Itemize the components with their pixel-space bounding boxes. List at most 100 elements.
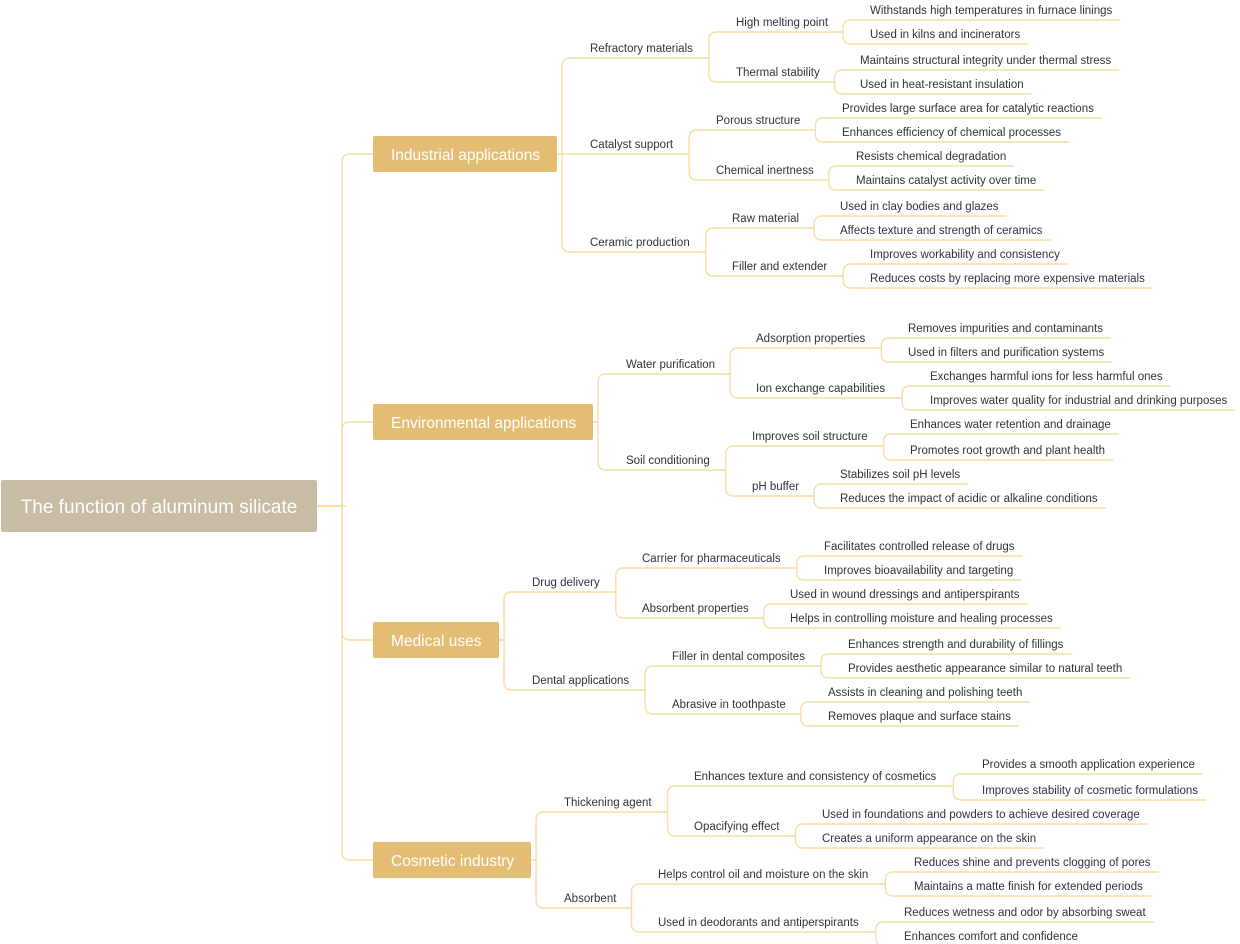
connector-line (593, 373, 607, 423)
detail-used-in-deodorants-and-antiperspirants: Used in deodorants and antiperspirants (658, 917, 859, 929)
leaf-assists-in-cleaning-and-polishing-teeth: Assists in cleaning and polishing teeth (828, 687, 1022, 699)
leaf-stabilizes-soil-ph-levels: Stabilizes soil pH levels (840, 469, 960, 481)
leaf-improves-workability-and-consistency: Improves workability and consistency (870, 249, 1060, 261)
connector-line (895, 385, 911, 399)
connector-line (946, 773, 962, 787)
subtopic-soil-conditioning: Soil conditioning (626, 455, 710, 467)
leaf-improves-stability-of-cosmetic-formulati: Improves stability of cosmetic formulati… (982, 785, 1198, 797)
detail-absorbent-properties: Absorbent properties (642, 603, 749, 615)
detail-filler-in-dental-composites: Filler in dental composites (672, 651, 805, 663)
connector-line (790, 567, 805, 581)
leaf-reduces-the-impact-of-acidic-or-alkaline: Reduces the impact of acidic or alkaline… (840, 493, 1098, 505)
leaf-used-in-kilns-and-incinerators: Used in kilns and incinerators (870, 29, 1020, 41)
connector-line (875, 347, 890, 363)
detail-high-melting-point: High melting point (736, 17, 829, 29)
subtopic-dental-applications: Dental applications (532, 675, 629, 687)
connector-line (499, 591, 513, 641)
leaf-used-in-clay-bodies-and-glazes: Used in clay bodies and glazes (840, 201, 999, 213)
leaf-provides-large-surface-area-for-catalyti: Provides large surface area for catalyti… (842, 103, 1094, 115)
connector-line (868, 931, 879, 944)
subtopic-catalyst-support: Catalyst support (590, 139, 674, 151)
leaf-maintains-structural-integrity-under-the: Maintains structural integrity under the… (860, 55, 1111, 67)
connector-line (699, 251, 714, 277)
leaf-used-in-heat-resistant-insulation: Used in heat-resistant insulation (860, 79, 1024, 91)
leaf-used-in-filters-and-purification-systems: Used in filters and purification systems (908, 347, 1104, 359)
connector-line (758, 603, 772, 619)
connector-line (790, 555, 805, 569)
leaf-reduces-wetness-and-odor-by-absorbing-sw: Reduces wetness and odor by absorbing sw… (904, 907, 1146, 919)
connector-line (639, 665, 654, 691)
connector-line (877, 445, 892, 461)
branch-box-cosmetic-industry (373, 842, 531, 878)
connector-line (837, 263, 852, 277)
leaf-enhances-efficiency-of-chemical-processe: Enhances efficiency of chemical processe… (842, 127, 1061, 139)
leaf-enhances-water-retention-and-drainage: Enhances water retention and drainage (910, 419, 1111, 431)
branch-box-medical-uses (373, 622, 499, 658)
connector-line (683, 153, 698, 181)
branch-box-industrial-applications (373, 136, 557, 172)
connector-line (531, 859, 545, 909)
connector-line (725, 373, 739, 399)
detail-opacifying-effect: Opacifying effect (694, 821, 780, 833)
connector-line (317, 153, 373, 507)
connector-line (809, 227, 823, 241)
connector-line (531, 811, 545, 861)
connector-line (946, 785, 962, 801)
leaf-enhances-comfort-and-confidence: Enhances comfort and confidence (904, 931, 1078, 943)
subtopic-thickening-agent: Thickening agent (564, 797, 652, 809)
branch-label-medical-uses: Medical uses (391, 633, 482, 650)
connector-line (626, 907, 640, 933)
detail-raw-material: Raw material (732, 213, 799, 225)
connector-line (557, 57, 571, 155)
connector-line (795, 713, 809, 727)
subtopic-absorbent: Absorbent (564, 893, 617, 905)
connector-line (499, 639, 513, 691)
root-node-label: The function of aluminum silicate (21, 497, 298, 518)
connector-line (809, 215, 823, 229)
connector-line (661, 785, 676, 813)
connector-line (317, 505, 373, 641)
connector-line (789, 835, 804, 849)
branch-label-industrial-applications: Industrial applications (391, 147, 540, 164)
connector-line (809, 495, 823, 509)
connector-line (317, 505, 373, 861)
detail-filler-and-extender: Filler and extender (732, 261, 827, 273)
connector-lines (317, 19, 1236, 944)
connector-line (875, 337, 890, 349)
branch-label-environmental-applications: Environmental applications (391, 415, 576, 432)
leaf-affects-texture-and-strength-of-ceramics: Affects texture and strength of ceramics (840, 225, 1043, 237)
connector-line (557, 153, 571, 253)
connector-line (814, 653, 829, 667)
connector-line (725, 347, 739, 375)
leaf-enhances-strength-and-durability-of-fill: Enhances strength and durability of fill… (848, 639, 1064, 651)
leaf-resists-chemical-degradation: Resists chemical degradation (856, 151, 1006, 163)
connector-line (823, 165, 837, 181)
connector-line (878, 883, 894, 897)
leaf-removes-plaque-and-surface-stains: Removes plaque and surface stains (828, 711, 1011, 723)
connector-line (719, 469, 734, 497)
detail-porous-structure: Porous structure (716, 115, 800, 127)
connector-line (702, 57, 717, 83)
connector-line (609, 591, 624, 619)
connector-line (810, 117, 824, 131)
leaf-helps-in-controlling-moisture-and-healin: Helps in controlling moisture and healin… (790, 613, 1053, 625)
leaf-provides-aesthetic-appearance-similar-to: Provides aesthetic appearance similar to… (848, 663, 1122, 675)
branch-label-cosmetic-industry: Cosmetic industry (391, 853, 514, 870)
leaf-facilitates-controlled-release-of-drugs: Facilitates controlled release of drugs (824, 541, 1015, 553)
connector-line (837, 275, 852, 289)
root-node-box (1, 480, 317, 532)
detail-carrier-for-pharmaceuticals: Carrier for pharmaceuticals (642, 553, 781, 565)
connector-line (639, 689, 654, 715)
connector-line (829, 69, 843, 83)
connector-line (809, 483, 823, 497)
connector-line (719, 445, 734, 471)
leaf-maintains-a-matte-finish-for-extended-pe: Maintains a matte finish for extended pe… (914, 881, 1143, 893)
leaf-promotes-root-growth-and-plant-health: Promotes root growth and plant health (910, 445, 1105, 457)
connector-line (626, 883, 640, 909)
leaf-improves-water-quality-for-industrial-an: Improves water quality for industrial an… (930, 395, 1227, 407)
subtopic-refractory-materials: Refractory materials (590, 43, 693, 55)
detail-chemical-inertness: Chemical inertness (716, 165, 814, 177)
connector-line (823, 179, 837, 191)
connector-line (758, 617, 772, 629)
connector-line (878, 871, 894, 885)
